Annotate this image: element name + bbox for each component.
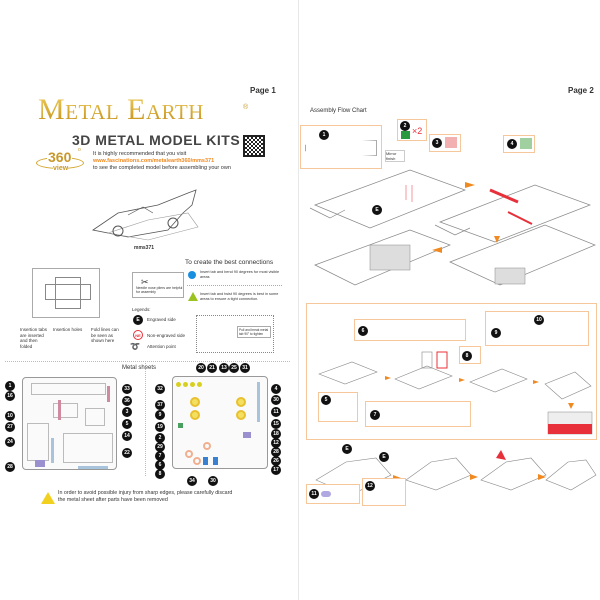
engraved-marker-2: E [342,444,352,454]
car-illustration [91,189,199,241]
step-6-box: 6 [354,319,466,341]
mirror-finish-label: Mirror finish [385,150,405,162]
step-8-box: 8 [459,346,481,364]
step-3-box: 3 [429,134,461,152]
warning-text: In order to avoid possible injury from s… [58,490,233,503]
step-4-box: 4 [503,135,535,153]
chassis-assembly-diagrams [309,169,596,286]
subtitle: 3D METAL MODEL KITS [72,132,241,148]
fold-diagram [32,268,100,318]
tip-twist: Insert tab and twist 90 degrees is best … [200,292,279,301]
engraved-badge: E [133,315,143,325]
step-7-box: 7 [365,401,471,427]
step-5-box: 5 [318,392,358,422]
pliers-icon: ✂ [141,277,149,287]
step-9-10-box: 9 10 [485,311,589,346]
label-insertion-holes: Insertion holes [53,327,83,332]
section-divider [5,361,290,362]
brand-logo: Metal Earth [38,93,204,126]
attention-icon: ➰ [130,342,140,351]
engraved-marker: E [372,205,382,215]
label-fold-lines: Fold lines can be seen as shown here [91,327,119,343]
step-11-box: 11 [306,484,360,504]
connections-title: To create the best connections [185,259,274,266]
divider [187,285,282,286]
step-2-box: 2 ×2 [397,119,427,141]
page-divider [298,0,299,600]
pliers-box: ✂ Needle nose pliers are helpful for ass… [132,272,184,298]
metal-sheet-left [22,377,117,470]
non-engraved-badge: NE [133,330,143,340]
model-360-link[interactable]: www.fascinations.com/metalearth360/mms37… [93,158,215,164]
seat-assembly-box: 6 9 10 8 5 7 [306,303,597,440]
legend-engraved: Engraved side [147,317,176,322]
flow-arrow-down [494,236,500,243]
seat-diagrams [318,351,593,435]
registered-mark: ® [243,104,249,111]
step-1-box: 1 [300,125,382,169]
visit-text: It is highly recommended that you visit … [93,151,231,171]
model-code: mms371 [134,245,155,251]
warning-icon [41,492,55,504]
twist-triangle-icon [188,292,198,301]
engraved-marker-3: E [379,452,389,462]
metal-sheets-title: Metal sheets [122,365,157,371]
tip-bend: Insert tab and bend 90 degrees for most … [200,270,280,279]
flow-arrow-right [465,182,475,188]
bend-circle-icon [188,271,196,279]
label-insertion-tabs: Insertion tabs are inserted and then fol… [20,327,48,349]
flow-arrow-left [432,247,442,253]
step-12-box: 12 [362,478,406,506]
360-view-badge: 360 o view [36,147,84,176]
flow-chart-title: Assembly Flow Chart [310,108,367,114]
qr-code [243,135,265,157]
legend-attention: Attention point [147,344,176,349]
page-2-label: Page 2 [568,86,594,95]
legend-non-engraved: Non-engraved side [147,333,186,338]
page-1-label: Page 1 [250,86,276,95]
metal-sheet-right [172,376,268,469]
twist-diagram: Pull and break metal tab 90° to tighten [196,315,274,353]
legends-title: Legends: [132,307,151,312]
sheet-divider [145,361,146,476]
